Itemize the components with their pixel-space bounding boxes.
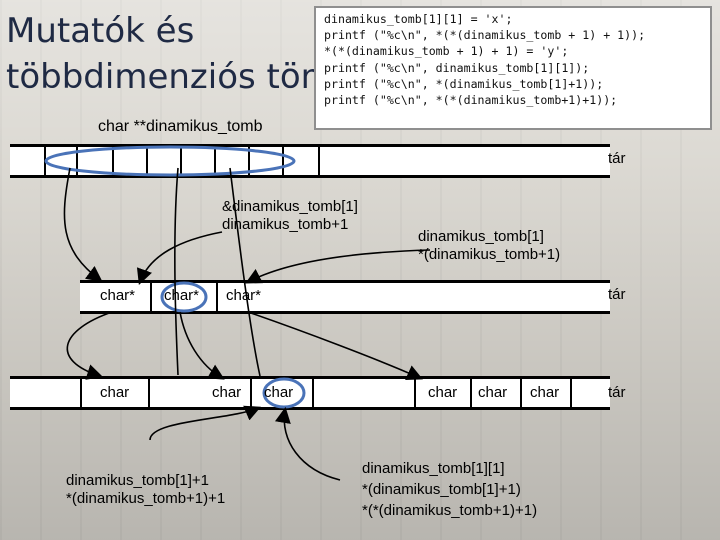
char-ptr-cell-1: char* (100, 287, 135, 304)
arrow-addr-label (140, 232, 222, 282)
char-ptr-cell-3: char* (226, 287, 261, 304)
char-cell-6: char (530, 384, 559, 401)
memory-label-middle: tár (608, 286, 626, 303)
elem-addr-label-line1: dinamikus_tomb[1]+1 (66, 472, 209, 489)
char-ptr-cell-2: char* (164, 287, 199, 304)
addr-label-line2: dinamikus_tomb+1 (222, 216, 348, 233)
pointer-cell-highlight (46, 147, 294, 175)
char-cell-4: char (428, 384, 457, 401)
char-cell-5: char (478, 384, 507, 401)
elem-label-line2: *(dinamikus_tomb[1]+1) (362, 481, 521, 498)
arrow-char-ptr-1-down (67, 312, 112, 376)
char-cell-3: char (264, 384, 293, 401)
row-label-line2: *(dinamikus_tomb+1) (418, 246, 560, 263)
row-label-line1: dinamikus_tomb[1] (418, 228, 544, 245)
top-pointer-label: char **dinamikus_tomb (98, 118, 263, 136)
arrow-elem-addr-label (150, 408, 258, 440)
memory-label-top: tár (608, 150, 626, 167)
char-cell-2: char (212, 384, 241, 401)
arrow-elem-label (284, 410, 340, 480)
arrow-to-char-ptr-1 (64, 168, 100, 280)
memory-label-bottom: tár (608, 384, 626, 401)
char-cell-1: char (100, 384, 129, 401)
elem-label-line3: *(*(dinamikus_tomb+1)+1) (362, 502, 537, 519)
arrow-char-ptr-2-down (180, 312, 222, 378)
arrow-char-ptr-3-down (248, 312, 420, 378)
elem-label-line1: dinamikus_tomb[1][1] (362, 460, 505, 477)
arrow-row-label (248, 250, 430, 282)
elem-addr-label-line2: *(dinamikus_tomb+1)+1 (66, 490, 225, 507)
addr-label-line1: &dinamikus_tomb[1] (222, 198, 358, 215)
arrow-top-to-bottom-1 (175, 168, 178, 375)
